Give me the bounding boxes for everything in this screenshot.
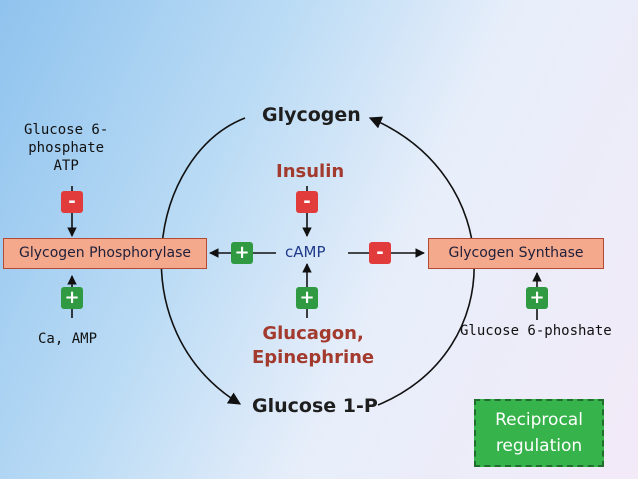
camp-synthase-sign: -	[369, 242, 391, 264]
camp-phosphorylase-sign: +	[231, 242, 253, 264]
phosphorylase-activate-sign: +	[61, 287, 83, 309]
camp-label: cAMP	[285, 243, 326, 261]
glycogen-synthase-box: Glycogen Synthase	[428, 238, 604, 269]
insulin-label: Insulin	[276, 161, 345, 182]
insulin-inhibit-sign: -	[296, 191, 318, 213]
reciprocal-regulation-note: Reciprocal regulation	[474, 399, 604, 467]
glucagon-epinephrine-label: Glucagon, Epinephrine	[252, 323, 375, 368]
glycogen-label: Glycogen	[262, 104, 361, 126]
phosphorylase-inhibitors-label: Glucose 6- phosphate ATP	[24, 122, 109, 174]
synthase-activators-label: Glucose 6-phoshate	[460, 323, 612, 339]
glucose-1p-label: Glucose 1-P	[252, 395, 378, 417]
phosphorylase-activators-label: Ca, AMP	[38, 331, 98, 347]
phosphorylase-inhibit-sign: -	[61, 191, 83, 213]
glucagon-activate-sign: +	[296, 287, 318, 309]
synthase-activate-sign: +	[526, 287, 548, 309]
glycogen-phosphorylase-box: Glycogen Phosphorylase	[3, 238, 207, 269]
